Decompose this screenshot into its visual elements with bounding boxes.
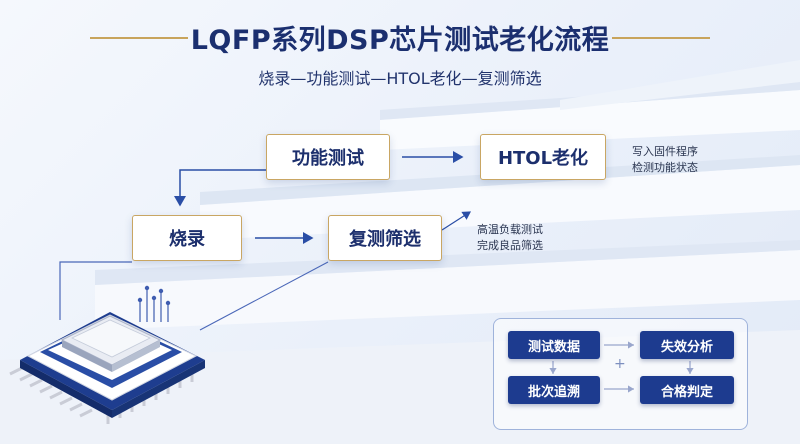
test-data-button[interactable]: 测试数据 xyxy=(508,331,600,359)
step-burn[interactable]: 烧录 xyxy=(132,215,242,261)
batch-trace-button[interactable]: 批次追溯 xyxy=(508,376,600,404)
note-htol: 写入固件程序 检测功能状态 xyxy=(632,144,698,176)
arrow-function-to-burn xyxy=(174,169,266,207)
note-retest: 高温负载测试 完成良品筛选 xyxy=(477,222,543,254)
plus-icon: + xyxy=(614,356,626,372)
pass-judgement-button[interactable]: 合格判定 xyxy=(640,376,734,404)
note-retest-line1: 高温负载测试 xyxy=(477,223,543,236)
connector-chip-to-retest xyxy=(199,261,329,331)
step-htol[interactable]: HTOL老化 xyxy=(480,134,606,180)
failure-analysis-button[interactable]: 失效分析 xyxy=(640,331,734,359)
step-retest-label: 复测筛选 xyxy=(349,229,421,250)
title-line-right xyxy=(612,37,710,39)
step-function-test[interactable]: 功能测试 xyxy=(266,134,390,180)
step-htol-label: HTOL老化 xyxy=(497,148,589,169)
arrow-retest-to-htol xyxy=(441,211,472,231)
step-burn-label: 烧录 xyxy=(169,229,205,250)
note-htol-line2: 检测功能状态 xyxy=(632,161,698,174)
title-line-left xyxy=(90,37,188,39)
page-title: LQFP系列DSP芯片测试老化流程 xyxy=(190,25,610,56)
step-function-test-label: 功能测试 xyxy=(292,148,364,169)
step-retest[interactable]: 复测筛选 xyxy=(328,215,442,261)
connector-chip-to-burn xyxy=(59,261,132,320)
page-subtitle: 烧录—功能测试—HTOL老化—复测筛选 xyxy=(258,69,542,88)
note-retest-line2: 完成良品筛选 xyxy=(477,239,543,252)
note-htol-line1: 写入固件程序 xyxy=(632,145,698,158)
